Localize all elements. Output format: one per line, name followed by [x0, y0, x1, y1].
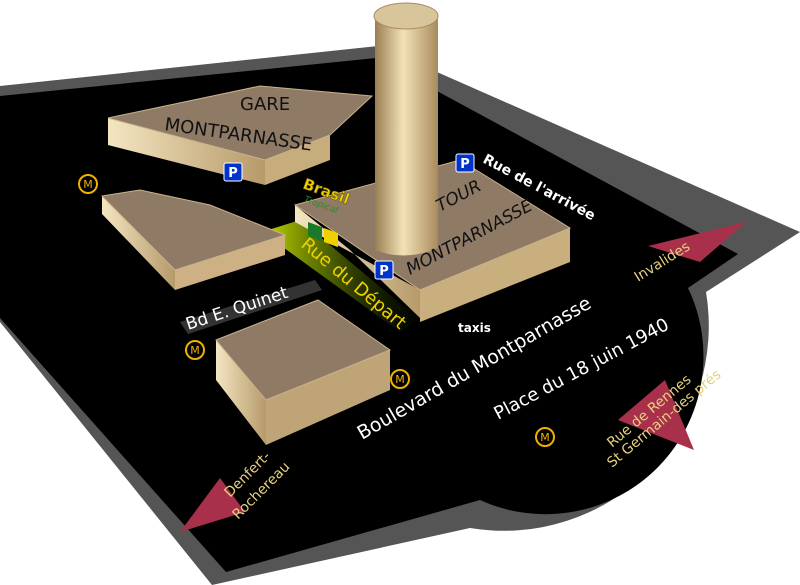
rue-du-depart-highlight: [262, 220, 420, 332]
arrow-denfert: [180, 478, 245, 532]
metro-icon[interactable]: M: [535, 427, 555, 447]
building-west: [100, 189, 287, 290]
svg-text:P: P: [460, 157, 470, 172]
svg-text:M: M: [395, 373, 405, 386]
svg-text:P: P: [379, 264, 389, 279]
metro-icon[interactable]: M: [390, 369, 410, 389]
metro-icon[interactable]: M: [78, 174, 98, 194]
svg-text:M: M: [190, 344, 200, 357]
building-south: [215, 299, 392, 445]
gare-label: GARE: [240, 94, 290, 115]
arrow-rennes: [618, 380, 694, 450]
parking-icon[interactable]: P: [455, 153, 475, 173]
street-area: [0, 58, 738, 572]
svg-text:M: M: [540, 431, 550, 444]
svg-text:P: P: [228, 166, 238, 181]
parking-icon[interactable]: P: [374, 260, 394, 280]
bd-quinet-road: [180, 280, 322, 334]
arrow-invalides: [648, 222, 746, 262]
tour-montparnasse-tower: [373, 2, 439, 256]
svg-text:M: M: [83, 178, 93, 191]
taxis-label: taxis: [458, 321, 491, 335]
metro-icon[interactable]: M: [185, 340, 205, 360]
parking-icon[interactable]: P: [223, 162, 243, 182]
